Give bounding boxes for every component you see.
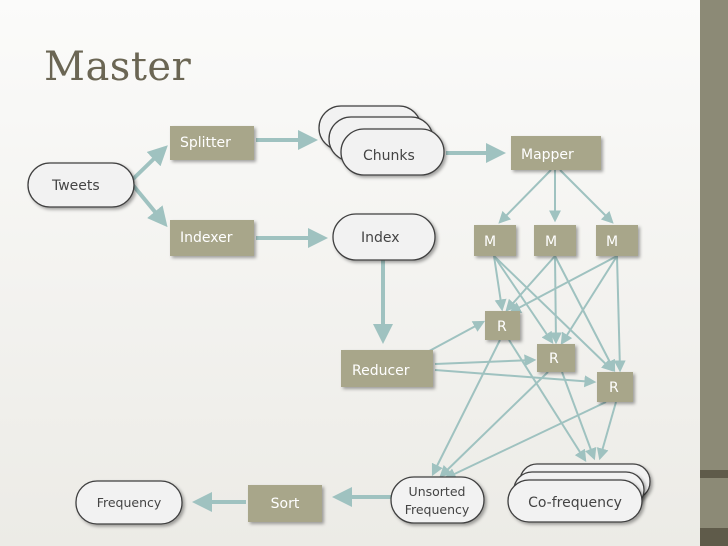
node-r3: R [597,372,633,402]
node-frequency: Frequency [75,480,183,525]
node-index: Index [332,213,436,261]
arrow-m1-r1 [493,255,507,312]
node-chunks: Chunks [318,105,445,176]
sidebar-band [700,528,728,546]
node-splitter: Splitter [170,126,254,160]
node-m1-label: M [484,234,496,250]
node-m3-label: M [606,234,618,250]
arrow-mapper-m1 [498,169,552,224]
node-r2: R [537,344,575,372]
node-m3: M [596,225,638,256]
sidebar-decoration [700,0,728,546]
node-r1: R [485,311,520,340]
node-cofrequency-label: Co-frequency [528,495,622,511]
arrow-m1-r3 [493,255,614,372]
arrow-r2-unsorted [439,371,549,478]
arrow-r3-cofrequency [596,401,617,461]
arrow-r1-cofrequency [508,339,587,463]
node-reducer: Reducer [341,350,433,387]
node-index-label: Index [361,230,400,246]
node-indexer: Indexer [170,220,254,256]
arrow-r1-unsorted [431,339,501,477]
arrow-m3-r2 [560,255,618,346]
node-r3-label: R [609,380,619,396]
node-mapper: Mapper [511,136,601,170]
arrow-reducer-r3 [434,369,597,388]
arrow-m2-r3 [554,255,616,373]
node-cofrequency: Co-frequency [507,463,651,523]
node-mapper-label: Mapper [521,147,574,163]
arrow-tweets-splitter [130,145,168,182]
node-m2-label: M [545,234,557,250]
node-m1: M [474,225,516,256]
node-indexer-label: Indexer [180,230,233,246]
slide-title: Master [44,44,192,90]
diagram-nodes: Tweets Splitter Indexer Chunks [27,105,651,525]
node-unsorted-frequency: Unsorted Frequency [390,476,485,524]
node-sort: Sort [248,485,322,522]
node-chunks-label: Chunks [363,148,415,164]
arrow-m3-r3 [613,255,626,373]
arrow-mapper-m3 [559,169,614,224]
node-reducer-label: Reducer [352,363,410,379]
arrow-r3-unsorted [443,401,607,480]
arrow-m2-r1 [505,255,556,312]
node-tweets-label: Tweets [51,178,100,194]
node-unsorted-line1: Unsorted [409,484,466,499]
arrow-reducer-r2 [434,354,537,367]
node-tweets: Tweets [27,162,135,208]
node-r2-label: R [549,351,559,367]
node-unsorted-line2: Frequency [405,502,470,517]
mapreduce-arrows [419,169,626,480]
node-m2: M [534,225,576,256]
sidebar-band [700,470,728,478]
arrow-m2-r2 [549,255,562,345]
node-sort-label: Sort [271,496,300,512]
arrow-tweets-indexer [130,182,168,228]
node-r1-label: R [497,319,507,335]
node-frequency-label: Frequency [97,495,162,510]
node-splitter-label: Splitter [180,135,231,151]
main-arrows [130,130,506,512]
arrow-m1-r2 [493,255,554,344]
arrow-m3-r1 [508,255,618,314]
